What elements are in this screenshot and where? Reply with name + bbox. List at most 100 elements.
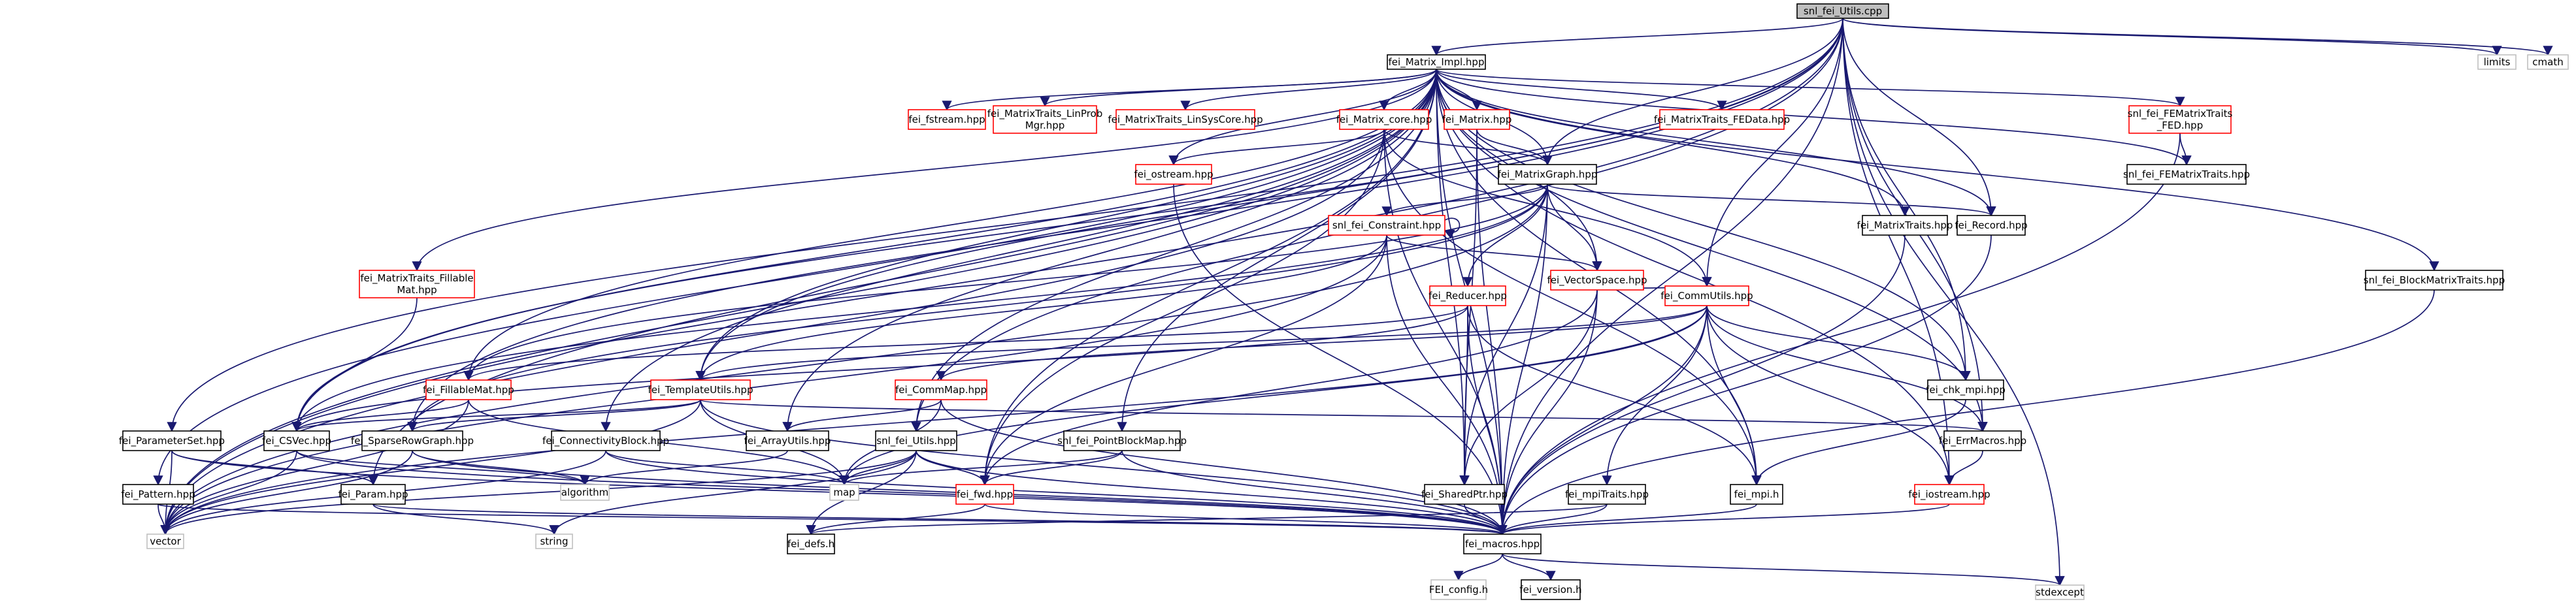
node-box bbox=[560, 484, 610, 501]
node-label: fei_VectorSpace.hpp bbox=[1547, 274, 1647, 287]
node-mcore[interactable]: fei_Matrix_core.hpp bbox=[1336, 109, 1432, 130]
node-fillable[interactable]: fei_FillableMat.hpp bbox=[423, 379, 514, 400]
edge-constraint-to-vector bbox=[160, 234, 1387, 535]
edge-pattern-to-vector bbox=[157, 503, 171, 535]
node-snlfemt_fed[interactable]: snl_fei_FEMatrixTraits_FED.hpp bbox=[2128, 105, 2233, 134]
node-snlfemt[interactable]: snl_fei_FEMatrixTraits.hpp bbox=[2123, 164, 2250, 185]
node-label: fei_MatrixGraph.hpp bbox=[1498, 168, 1598, 181]
node-label: fei_fwd.hpp bbox=[957, 488, 1013, 501]
node-label: fei_Matrix.hpp bbox=[1442, 114, 1512, 126]
node-mgraph[interactable]: fei_MatrixGraph.hpp bbox=[1498, 164, 1598, 185]
node-box bbox=[1730, 484, 1783, 505]
node-ostream[interactable]: fei_ostream.hpp bbox=[1134, 164, 1214, 185]
node-constraint[interactable]: snl_fei_Constraint.hpp bbox=[1328, 215, 1445, 236]
node-box bbox=[122, 484, 194, 505]
node-commmap[interactable]: fei_CommMap.hpp bbox=[895, 379, 987, 400]
node-mtraits[interactable]: fei_MatrixTraits.hpp bbox=[1857, 215, 1953, 236]
node-label: fei_chk_mpi.hpp bbox=[1926, 384, 2006, 396]
node-mpitraits[interactable]: fei_mpiTraits.hpp bbox=[1565, 484, 1649, 505]
node-errmacros[interactable]: fei_ErrMacros.hpp bbox=[1939, 430, 2026, 451]
node-label: fei_iostream.hpp bbox=[1908, 488, 1990, 501]
node-limits[interactable]: limits bbox=[2477, 54, 2517, 70]
node-feiconfig[interactable]: FEI_config.h bbox=[1429, 579, 1488, 600]
node-root[interactable]: snl_fei_Utils.cpp bbox=[1796, 3, 1889, 19]
node-version[interactable]: fei_version.h bbox=[1519, 579, 1582, 600]
node-label: Mgr.hpp bbox=[1025, 120, 1065, 131]
node-arrayutils[interactable]: fei_ArrayUtils.hpp bbox=[744, 430, 831, 451]
node-label: snl_fei_FEMatrixTraits.hpp bbox=[2123, 168, 2250, 181]
edge-mtfill-to-csvec bbox=[291, 297, 418, 432]
edge-fwd-to-defs bbox=[806, 503, 985, 535]
node-label: fei_Reducer.hpp bbox=[1428, 290, 1507, 302]
node-sparse[interactable]: fei_SparseRowGraph.hpp bbox=[351, 430, 474, 451]
node-label: snl_fei_FEMatrixTraits bbox=[2128, 108, 2233, 120]
node-algorithm[interactable]: algorithm bbox=[560, 484, 610, 501]
edge-paramset-to-param bbox=[171, 450, 378, 486]
edge-snlutils-to-vector bbox=[160, 450, 917, 535]
node-string[interactable]: string bbox=[535, 534, 573, 549]
node-vspace[interactable]: fei_VectorSpace.hpp bbox=[1547, 270, 1647, 291]
edge-pbmap-to-fwd bbox=[980, 450, 1123, 486]
edge-mgraph-to-sharedptr bbox=[1459, 183, 1548, 486]
edge-vspace-to-macros bbox=[1497, 289, 1598, 535]
node-record[interactable]: fei_Record.hpp bbox=[1955, 215, 2028, 236]
edge-mcore-to-fwd bbox=[980, 129, 1385, 486]
node-fedata[interactable]: fei_MatrixTraits_FEData.hpp bbox=[1654, 109, 1790, 130]
node-box bbox=[122, 430, 222, 451]
node-stdexcept[interactable]: stdexcept bbox=[2035, 584, 2085, 600]
node-template[interactable]: fei_TemplateUtils.hpp bbox=[648, 379, 753, 400]
edge-impl-to-pattern bbox=[153, 69, 1437, 486]
node-map[interactable]: map bbox=[829, 484, 859, 501]
edge-ostream-to-macros bbox=[1173, 183, 1508, 535]
node-box bbox=[1862, 215, 1948, 236]
node-snlutils[interactable]: snl_fei_Utils.hpp bbox=[875, 430, 957, 451]
node-mtfill[interactable]: fei_MatrixTraits_FillableMat.hpp bbox=[359, 270, 475, 298]
edge-mpi-to-macros bbox=[1497, 503, 1757, 535]
node-csvec[interactable]: fei_CSVec.hpp bbox=[262, 430, 331, 451]
edge-vspace-to-sharedptr bbox=[1459, 289, 1598, 486]
node-lsc[interactable]: fei_MatrixTraits_LinSysCore.hpp bbox=[1108, 109, 1263, 130]
node-fstream[interactable]: fei_fstream.hpp bbox=[908, 109, 986, 130]
node-box bbox=[875, 430, 957, 451]
node-label: fei_macros.hpp bbox=[1465, 538, 1540, 550]
node-vector[interactable]: vector bbox=[146, 534, 184, 549]
node-iostream[interactable]: fei_iostream.hpp bbox=[1908, 484, 1990, 505]
edge-commutils-to-mpitraits bbox=[1602, 305, 1708, 486]
node-box bbox=[746, 430, 829, 451]
node-label: fei_Record.hpp bbox=[1955, 219, 2027, 232]
edge-impl-to-mtraits bbox=[1436, 69, 1910, 217]
node-chkmpi[interactable]: fei_chk_mpi.hpp bbox=[1926, 379, 2006, 400]
node-defs[interactable]: fei_defs.h bbox=[787, 534, 835, 554]
node-fwd[interactable]: fei_fwd.hpp bbox=[955, 484, 1014, 505]
node-pbmap[interactable]: snl_fei_PointBlockMap.hpp bbox=[1057, 430, 1187, 451]
node-cmath[interactable]: cmath bbox=[2527, 54, 2569, 70]
node-macros[interactable]: fei_macros.hpp bbox=[1463, 534, 1542, 554]
node-label: fei_mpi.h bbox=[1734, 488, 1779, 501]
edge-arrayutils-to-algorithm bbox=[580, 450, 788, 486]
node-pattern[interactable]: fei_Pattern.hpp bbox=[121, 484, 195, 505]
edge-macros-to-feiconfig bbox=[1453, 553, 1503, 581]
edge-fillable-to-csvec bbox=[291, 399, 469, 432]
node-reducer[interactable]: fei_Reducer.hpp bbox=[1428, 285, 1507, 306]
node-label: fei_Matrix_Impl.hpp bbox=[1389, 56, 1485, 69]
node-mpi[interactable]: fei_mpi.h bbox=[1730, 484, 1783, 505]
node-matrix[interactable]: fei_Matrix.hpp bbox=[1442, 109, 1512, 130]
node-bmt[interactable]: snl_fei_BlockMatrixTraits.hpp bbox=[2364, 270, 2505, 291]
edge-matrix-to-sharedptr bbox=[1459, 129, 1478, 486]
node-box bbox=[1498, 164, 1597, 185]
node-label: Mat.hpp bbox=[397, 284, 437, 296]
node-paramset[interactable]: fei_ParameterSet.hpp bbox=[119, 430, 225, 451]
node-label: fei_FillableMat.hpp bbox=[423, 384, 514, 396]
edge-impl-to-sharedptr bbox=[1436, 69, 1470, 486]
edge-impl-to-iostream bbox=[1436, 69, 1955, 486]
edge-connblock-to-macros bbox=[605, 450, 1508, 535]
node-connblock[interactable]: fei_ConnectivityBlock.hpp bbox=[542, 430, 669, 451]
edge-errmacros-to-iostream bbox=[1944, 450, 1983, 486]
node-sharedptr[interactable]: fei_SharedPtr.hpp bbox=[1421, 484, 1508, 505]
edge-param-to-string bbox=[372, 503, 559, 535]
node-commutils[interactable]: fei_CommUtils.hpp bbox=[1660, 285, 1753, 306]
node-param[interactable]: fei_Param.hpp bbox=[338, 484, 408, 505]
node-box bbox=[1568, 484, 1646, 505]
node-impl[interactable]: fei_Matrix_Impl.hpp bbox=[1387, 54, 1486, 70]
